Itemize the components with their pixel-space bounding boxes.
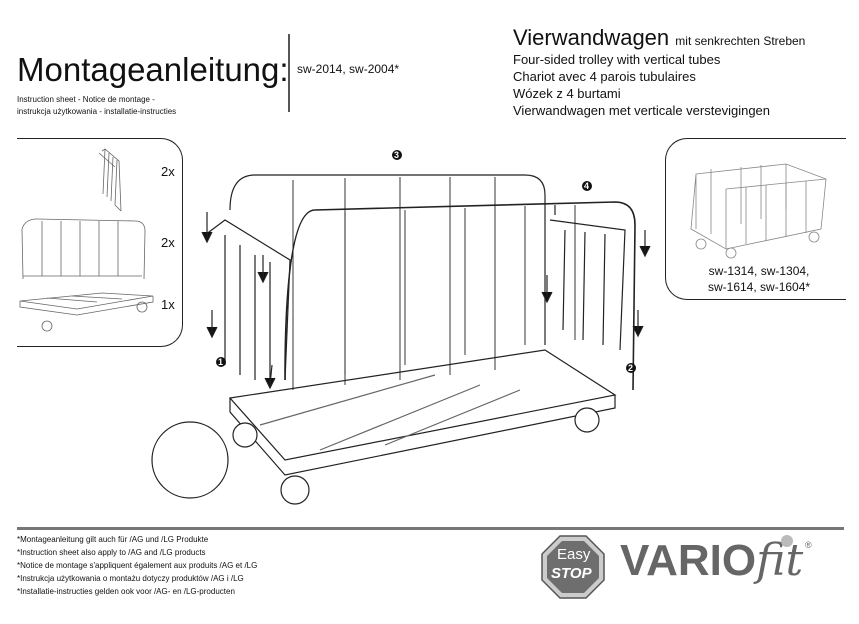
footnote-en: *Instruction sheet also apply to /AG and… xyxy=(17,548,206,557)
footnote-pl: *Instrukcja użytkowania o montażu dotycz… xyxy=(17,574,244,583)
step-2-label: 2 xyxy=(628,363,634,373)
end-frame-left xyxy=(204,219,291,385)
step-1-label: 1 xyxy=(218,357,224,367)
step-markers xyxy=(216,150,636,373)
footnote-fr: *Notice de montage s'appliquent égalemen… xyxy=(17,561,258,570)
related-models-line-2: sw-1614, sw-1604* xyxy=(708,280,811,294)
footnote-de: *Montageanleitung gilt auch für /AG und … xyxy=(17,535,209,544)
footer-rule xyxy=(17,527,844,530)
translation-nl: Vierwandwagen met verticale versteviging… xyxy=(513,103,771,118)
related-models: sw-1314, sw-1304, sw-1614, sw-1604* xyxy=(708,263,810,295)
variofit-logo: VARIOfit xyxy=(620,535,803,586)
parts-list-panel: 2x 2x 1x xyxy=(17,138,183,347)
page-title: Montageanleitung: xyxy=(17,51,289,88)
end-frame-right xyxy=(549,219,626,351)
wheels xyxy=(232,407,600,505)
product-name-suffix: mit senkrechten Streben xyxy=(675,34,806,48)
subtitle-line-2: instrukcja użytkowania - installatie-ins… xyxy=(17,107,177,116)
footnote-nl: *Installatie-instructies gelden ook voor… xyxy=(17,587,235,596)
brand-dot xyxy=(781,535,793,547)
registered-mark: ® xyxy=(805,540,812,550)
header-divider xyxy=(288,34,290,112)
down-arrows xyxy=(201,205,651,390)
translation-pl: Wózek z 4 burtami xyxy=(513,86,621,101)
easystop-logo: Easy STOP xyxy=(541,535,605,599)
brand-main: VARIO xyxy=(620,536,757,585)
related-trolley-illustration xyxy=(690,163,827,259)
translation-en: Four-sided trolley with vertical tubes xyxy=(513,52,721,67)
related-models-line-1: sw-1314, sw-1304, xyxy=(708,264,810,278)
product-name: Vierwandwagen mit senkrechten Streben xyxy=(513,25,805,51)
easystop-bottom: STOP xyxy=(551,565,592,582)
related-models-panel: sw-1314, sw-1304, sw-1614, sw-1604* xyxy=(665,138,846,300)
parts-illustration xyxy=(19,148,154,332)
part-qty-side-frame: 2x xyxy=(161,235,175,250)
end-frame-part xyxy=(98,148,122,212)
octagon-icon xyxy=(541,535,605,599)
side-frame-part xyxy=(21,218,146,280)
translation-fr: Chariot avec 4 parois tubulaires xyxy=(513,69,696,84)
part-qty-platform: 1x xyxy=(161,297,175,312)
product-name-main: Vierwandwagen xyxy=(513,25,670,50)
platform-part xyxy=(19,292,154,332)
subtitle-line-1: Instruction sheet - Notice de montage - xyxy=(17,95,155,104)
easystop-top: Easy xyxy=(557,546,591,563)
step-3-label: 3 xyxy=(394,150,400,160)
step-4-label: 4 xyxy=(584,181,590,191)
brand-suffix: fit xyxy=(756,535,804,586)
front-frame xyxy=(284,201,636,391)
detail-magnifier xyxy=(151,421,229,499)
assembly-diagram xyxy=(151,150,651,505)
model-numbers: sw-2014, sw-2004* xyxy=(297,62,400,76)
platform xyxy=(228,349,617,476)
part-qty-end-frame: 2x xyxy=(161,164,175,179)
